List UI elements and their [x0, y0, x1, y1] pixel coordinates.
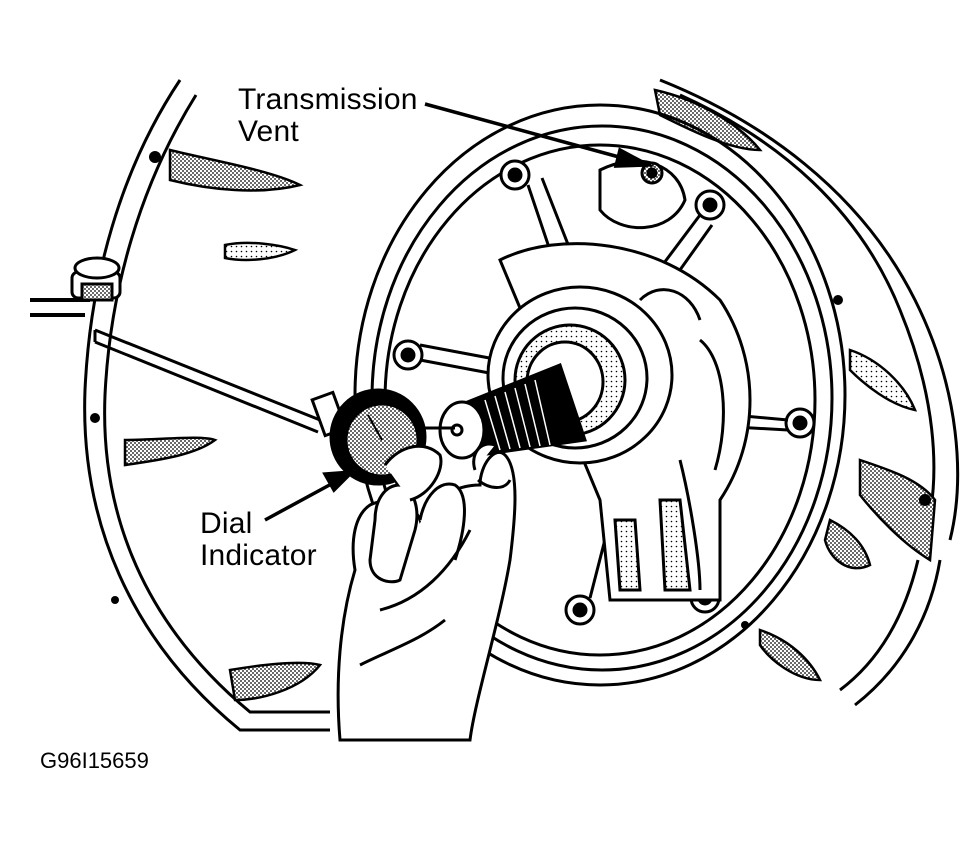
technician-hand [336, 442, 517, 742]
dial-indicator-label-line-2: Indicator [200, 539, 317, 572]
transmission-vent-label-line-1: Transmission [238, 83, 418, 116]
figure-id: G96I15659 [40, 748, 149, 773]
housing-ribs [123, 88, 937, 702]
dial-indicator-label-line-1: Dial [200, 507, 253, 540]
vent-boss [598, 159, 687, 230]
transmission-vent-label-line-2: Vent [238, 115, 299, 148]
transmission-vent-label: Transmission Vent [238, 84, 418, 148]
callout-leaders [264, 102, 655, 522]
dial-indicator-label: Dial Indicator [200, 508, 317, 572]
housing-bolt-holes [90, 151, 931, 629]
dial-indicator [310, 388, 455, 486]
indicator-mount [30, 256, 321, 434]
bell-housing [83, 78, 960, 732]
input-shaft [438, 363, 587, 460]
